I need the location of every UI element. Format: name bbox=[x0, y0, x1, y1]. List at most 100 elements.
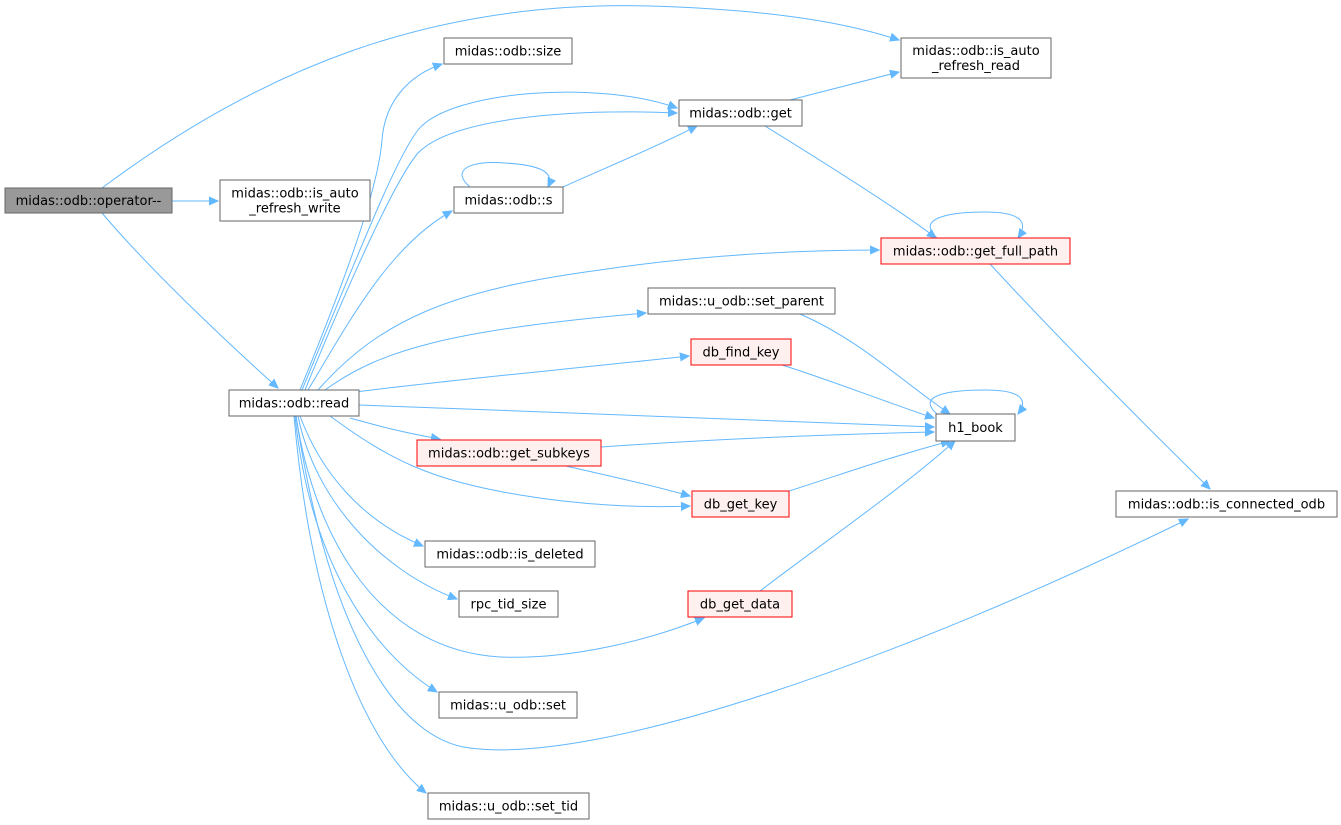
edge-line bbox=[101, 212, 278, 388]
node-box bbox=[228, 389, 360, 417]
edge-read-to-get_subkeys bbox=[349, 417, 440, 439]
edge-get_subkeys-to-h1_book bbox=[600, 432, 934, 448]
edge-line bbox=[329, 415, 690, 507]
edge-get_subkeys-to-db_get_key bbox=[565, 465, 690, 496]
edge-read-to-is_deleted bbox=[299, 415, 423, 546]
nodes-layer: midas::odb::operator-- midas::odb::is_aut… bbox=[4, 37, 1338, 820]
edge-line bbox=[294, 415, 437, 692]
edge-line bbox=[565, 465, 690, 496]
edge-db_get_key-to-h1_book bbox=[788, 441, 950, 492]
node-label: db_find_key bbox=[703, 346, 780, 361]
edge-get-to-get_full_path bbox=[764, 125, 936, 238]
edge-db_find_key-to-h1_book bbox=[781, 364, 934, 418]
node-label: midas::odb::is_auto bbox=[912, 44, 1039, 59]
edge-line bbox=[461, 161, 550, 187]
edge-operator_minus-to-is_auto_refresh_read bbox=[101, 5, 899, 189]
node-db-get-data[interactable]: db_get_data bbox=[687, 590, 793, 618]
edge-read-to-set_tid bbox=[293, 415, 426, 793]
node-is-deleted[interactable]: midas::odb::is_deleted bbox=[424, 540, 596, 568]
edge-read-to-rpc_tid_size bbox=[297, 415, 457, 599]
node-box bbox=[690, 338, 792, 366]
edge-line bbox=[295, 415, 1188, 751]
edge-line bbox=[324, 313, 646, 391]
edge-line bbox=[781, 364, 934, 418]
node-label: h1_book bbox=[948, 421, 1003, 436]
edges-layer bbox=[101, 5, 1210, 793]
node-db-find-key[interactable]: db_find_key bbox=[690, 338, 792, 366]
node-label: midas::u_odb::set bbox=[450, 699, 566, 714]
edge-line bbox=[562, 126, 697, 188]
node-box bbox=[678, 99, 803, 127]
node-label: _refresh_write bbox=[248, 202, 340, 217]
edge-line bbox=[293, 415, 426, 793]
node-db-get-key[interactable]: db_get_key bbox=[691, 490, 790, 518]
node-box bbox=[424, 540, 596, 568]
edge-operator_minus-to-read bbox=[101, 212, 278, 388]
edge-read-to-db_get_data bbox=[295, 415, 704, 658]
edge-line bbox=[349, 417, 440, 439]
edge-line bbox=[764, 125, 936, 238]
edge-read-to-u_odb_set bbox=[294, 415, 437, 692]
edge-db_get_data-to-h1_book bbox=[759, 441, 955, 592]
node-label: midas::odb::get_subkeys bbox=[428, 447, 590, 462]
node-set-tid[interactable]: midas::u_odb::set_tid bbox=[427, 792, 590, 820]
edge-line bbox=[299, 64, 442, 391]
node-label: midas::odb::is_deleted bbox=[436, 548, 583, 563]
node-u-odb-set[interactable]: midas::u_odb::set bbox=[438, 691, 578, 719]
node-get[interactable]: midas::odb::get bbox=[678, 99, 803, 127]
edge-read-to-size bbox=[299, 64, 442, 391]
node-box bbox=[647, 287, 836, 315]
node-is-auto-refresh-write[interactable]: midas::odb::is_auto_refresh_write bbox=[219, 179, 371, 222]
node-label: midas::odb::get_full_path bbox=[893, 245, 1058, 260]
edge-read-to-h1_book bbox=[358, 404, 934, 427]
node-label: midas::u_odb::set_tid bbox=[439, 800, 578, 815]
node-s[interactable]: midas::odb::s bbox=[453, 186, 564, 214]
node-get-full-path[interactable]: midas::odb::get_full_path bbox=[880, 237, 1071, 265]
node-box bbox=[427, 792, 590, 820]
node-box bbox=[935, 413, 1016, 442]
node-set-parent[interactable]: midas::u_odb::set_parent bbox=[647, 287, 836, 315]
node-box bbox=[219, 179, 371, 222]
node-label: midas::odb::operator-- bbox=[16, 194, 162, 209]
node-h1-book[interactable]: h1_book bbox=[935, 413, 1016, 442]
edge-line bbox=[358, 404, 934, 427]
node-label: midas::odb::get bbox=[689, 107, 792, 122]
node-rpc-tid-size[interactable]: rpc_tid_size bbox=[458, 590, 559, 618]
node-box bbox=[1115, 490, 1338, 518]
node-operator-minus[interactable]: midas::odb::operator-- bbox=[4, 187, 173, 214]
node-label: midas::odb::read bbox=[239, 397, 350, 412]
node-label: midas::odb::size bbox=[455, 45, 561, 60]
node-box bbox=[4, 187, 173, 214]
edge-read-to-db_find_key bbox=[354, 356, 689, 393]
node-label: db_get_key bbox=[704, 498, 778, 513]
edge-read-to-is_connected_odb bbox=[295, 415, 1188, 751]
node-get-subkeys[interactable]: midas::odb::get_subkeys bbox=[416, 439, 602, 467]
edge-get_full_path-to-is_connected_odb bbox=[989, 263, 1210, 489]
node-box bbox=[900, 37, 1052, 79]
edge-read-to-get bbox=[301, 91, 677, 391]
node-box bbox=[453, 186, 564, 214]
node-size[interactable]: midas::odb::size bbox=[443, 37, 573, 65]
node-label: midas::odb::is_connected_odb bbox=[1128, 498, 1325, 513]
edge-read-to-get_full_path bbox=[317, 250, 879, 391]
edge-line bbox=[799, 313, 950, 414]
node-is-auto-refresh-read[interactable]: midas::odb::is_auto_refresh_read bbox=[900, 37, 1052, 79]
edge-line bbox=[317, 250, 879, 391]
node-label: rpc_tid_size bbox=[471, 598, 547, 613]
node-label: midas::odb::is_auto bbox=[231, 187, 358, 202]
node-label: midas::odb::s bbox=[464, 194, 552, 209]
edge-line bbox=[600, 432, 934, 448]
edge-get_full_path-to-get_full_path bbox=[929, 211, 1022, 238]
edge-line bbox=[929, 389, 1022, 414]
edge-line bbox=[297, 415, 457, 599]
edge-line bbox=[307, 211, 452, 391]
node-label: db_get_data bbox=[700, 598, 780, 613]
edge-line bbox=[354, 356, 689, 393]
node-read[interactable]: midas::odb::read bbox=[228, 389, 360, 417]
edge-h1_book-to-h1_book bbox=[929, 389, 1022, 414]
edge-line bbox=[101, 5, 899, 189]
edge-line bbox=[759, 441, 955, 592]
node-is-connected-odb[interactable]: midas::odb::is_connected_odb bbox=[1115, 490, 1338, 518]
node-box bbox=[880, 237, 1071, 265]
node-box bbox=[416, 439, 602, 467]
